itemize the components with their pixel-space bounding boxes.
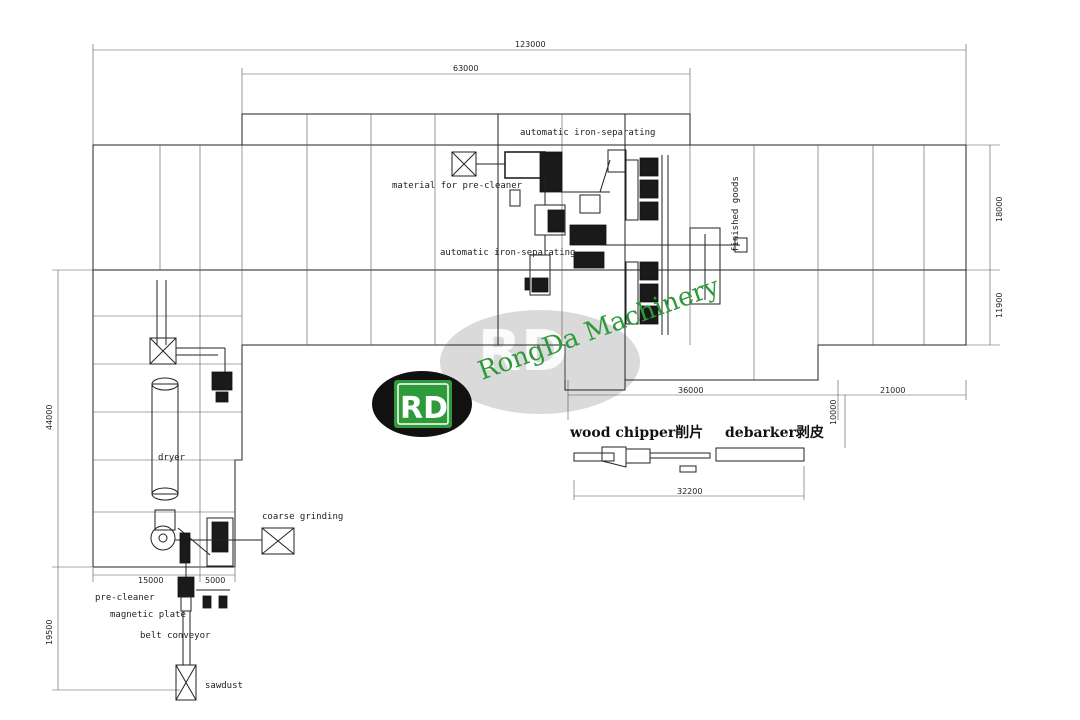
dim-right-section: 36000 — [678, 386, 703, 395]
label-pre-cleaner: pre-cleaner — [95, 593, 155, 603]
logo-green-badge — [394, 380, 452, 428]
equipment-packing-rows — [600, 155, 748, 335]
label-wood-chipper: wood chipper削片 — [569, 424, 703, 441]
equipment-dryer-line — [149, 280, 295, 580]
dimension-mid-right: 36000 21000 10000 — [567, 380, 967, 448]
dimension-workshop: 63000 — [241, 64, 691, 114]
dim-right-offset: 21000 — [880, 386, 905, 395]
equipment-chipper-debarker: 32200 — [573, 446, 805, 500]
label-coarse-grinding: coarse grinding — [262, 512, 343, 522]
dim-left-width: 15000 — [138, 576, 163, 585]
label-sawdust: sawdust — [205, 681, 243, 691]
logo-letters: RD — [400, 391, 448, 426]
dim-workshop-width: 63000 — [453, 64, 478, 73]
label-iron-separating-mid: automatic iron-separating — [440, 248, 575, 258]
label-material-precleaner: material for pre-cleaner — [392, 181, 523, 191]
label-belt-conveyor: belt conveyor — [140, 631, 211, 641]
label-magnetic-plate: magnetic plate — [110, 610, 186, 620]
dimension-left: 44000 19500 — [45, 269, 180, 691]
label-iron-separating-top: automatic iron-separating — [520, 128, 655, 138]
dim-small-width: 5000 — [205, 576, 225, 585]
dimension-overall: 123000 — [92, 40, 967, 145]
label-debarker: debarker剥皮 — [725, 424, 824, 441]
dim-lower-height: 11900 — [995, 293, 1004, 318]
dim-left-bottom: 19500 — [45, 620, 54, 645]
dim-chipper-length: 32200 — [677, 487, 702, 496]
watermark-ellipse — [440, 310, 640, 414]
dimension-right: 18000 11900 — [966, 144, 1004, 346]
equipment-iron-separating-area — [451, 149, 627, 296]
label-dryer: dryer — [158, 453, 186, 463]
dimension-bottom-left: 15000 5000 — [92, 568, 236, 585]
rongda-logo: RD — [372, 371, 472, 437]
label-finished-goods: finished goods — [731, 176, 741, 252]
watermark-letters: RD — [478, 319, 568, 384]
dim-overall-width: 123000 — [515, 40, 546, 49]
dim-chipper-height: 10000 — [829, 400, 838, 425]
equipment-feed-line — [175, 576, 230, 701]
dim-left-height: 44000 — [45, 405, 54, 430]
dim-upper-height: 18000 — [995, 197, 1004, 222]
